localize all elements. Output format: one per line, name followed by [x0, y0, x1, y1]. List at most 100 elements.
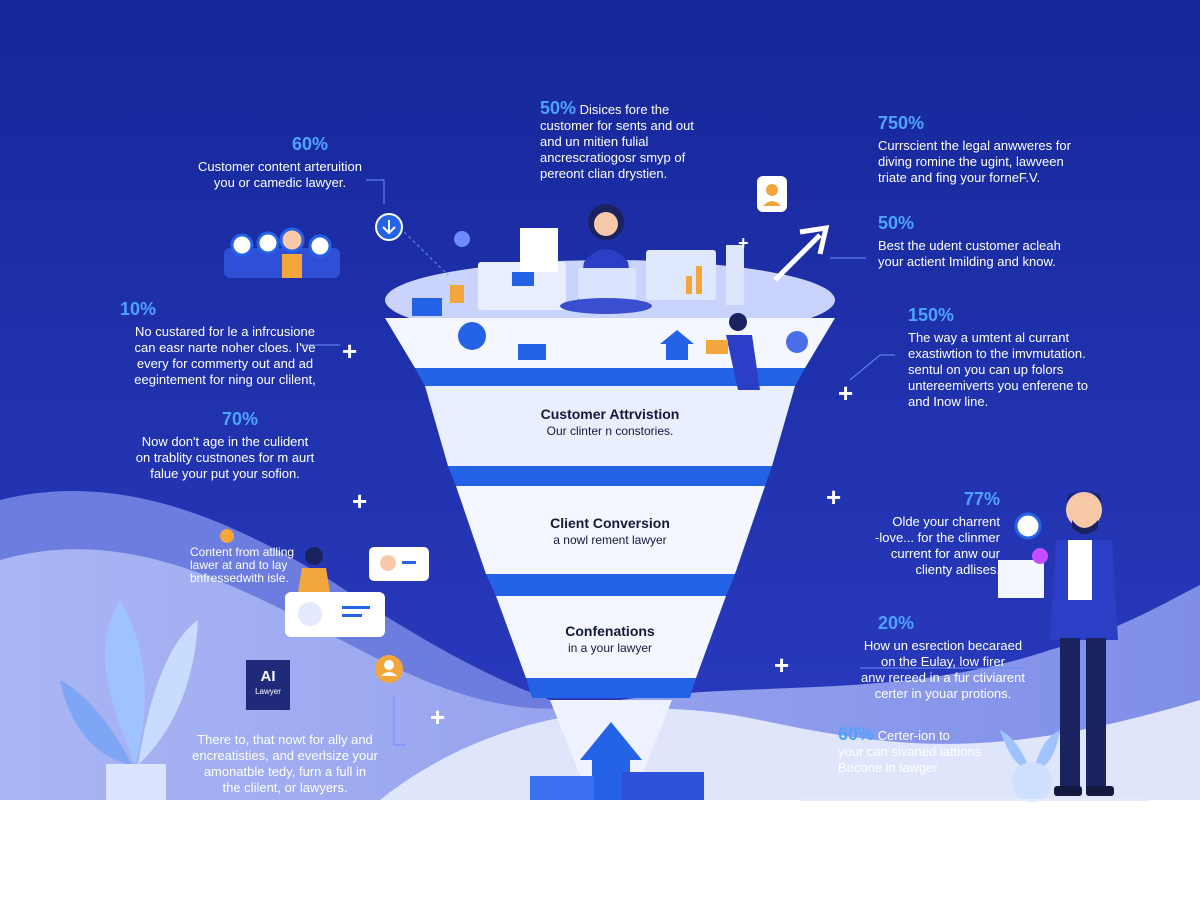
- funnel-band-4: [526, 678, 696, 698]
- small-plant-icon: [1000, 730, 1060, 802]
- paper-icon: [520, 228, 558, 272]
- book-icon: [706, 340, 728, 354]
- logo-sub: Lawyer: [255, 687, 281, 696]
- note-percent: 77%: [963, 489, 1000, 509]
- note-line: diving romine the ugint, lawveen: [878, 154, 1064, 169]
- books-icon: [412, 298, 442, 316]
- note-line: your can sivaned lattions: [838, 744, 982, 759]
- note-line: How un esrection becaraed: [863, 638, 1023, 653]
- wave-middle: [0, 549, 1200, 800]
- note-right-3: 150% The way a umtent al currant exastiw…: [908, 304, 1108, 410]
- note-left-2: 70% Now don't age in the culident on tra…: [110, 408, 340, 482]
- note-line: Olde your charrent: [892, 514, 1000, 529]
- assistant-illustration: [298, 547, 330, 592]
- funnel-band-3: [486, 574, 735, 596]
- small-up-arrow-icon: [660, 330, 694, 360]
- note-line: customer for sents and out: [540, 118, 694, 133]
- stage-subtitle: in a your lawyer: [567, 641, 653, 655]
- note-line: eegintement for ning our clilent,: [134, 372, 316, 387]
- plus-icon: +: [738, 233, 749, 253]
- plant-icon: [60, 600, 198, 800]
- note-line: bnfressedwith isle.: [190, 571, 289, 585]
- note-line: Now don't age in the culident: [141, 434, 309, 449]
- note-line: Content from atlling: [190, 545, 295, 559]
- download-icon: [375, 213, 403, 241]
- note-line: Best the udent customer acleah: [878, 238, 1061, 253]
- connector-lines: [300, 179, 1024, 746]
- note-percent: 10%: [120, 299, 157, 319]
- funnel-stage-2: [456, 486, 765, 574]
- funnel-stage-2-label: Client Conversion a nowl rement lawyer: [500, 514, 720, 548]
- note-line: and un mitien fulial: [540, 134, 649, 149]
- note-line: Disices fore the: [579, 102, 670, 117]
- note-line: can easr narte noher cloes. I've: [134, 340, 316, 355]
- stage-title: Client Conversion: [550, 515, 670, 531]
- reader-head: [729, 313, 747, 331]
- note-percent: 750%: [878, 113, 925, 133]
- note-line: current for anw our: [890, 546, 1000, 561]
- note-line: Customer content arteruition: [197, 159, 363, 174]
- base-block-left: [530, 776, 594, 800]
- note-line: triate and fing your forneF.V.: [878, 170, 1041, 185]
- cup-icon: [450, 285, 464, 303]
- note-line: clienty adlises.: [915, 562, 1000, 577]
- small-dot-icon: [220, 529, 234, 543]
- note-line: encreatisties, and everlsize your: [192, 748, 378, 763]
- stage-title: Confenations: [565, 623, 655, 639]
- plus-icon: +: [826, 482, 842, 512]
- chart-bar-2: [696, 266, 702, 294]
- person-legs: [560, 298, 652, 314]
- chart-bar-1: [686, 276, 692, 294]
- note-bottom-left: There to, that nowt for ally and encreat…: [180, 732, 390, 796]
- laptop-icon: [578, 268, 636, 300]
- trend-arrow-icon: [773, 224, 830, 282]
- note-line: anw rereed in a fur ctiviarent: [860, 670, 1026, 685]
- ai-lawyer-logo: AI Lawyer: [246, 660, 290, 710]
- funnel-band-2: [448, 466, 772, 486]
- funnel-stage-1-label: Customer Attrvistion Our clinter n const…: [500, 405, 720, 439]
- reader-body: [726, 335, 760, 390]
- badge-icon: [458, 322, 486, 350]
- note-percent: 150%: [908, 305, 955, 325]
- note-line: falue your put your sofion.: [150, 466, 300, 481]
- document-block: [512, 272, 534, 286]
- note-line: ancrescratiogosr smyp of: [540, 150, 686, 165]
- note-line: pereont clian drystien.: [540, 166, 668, 181]
- stage-subtitle: a nowl rement lawyer: [553, 533, 667, 547]
- note-line: No custared for le a infrcusione: [135, 324, 315, 339]
- plus-icon: +: [342, 336, 358, 366]
- person-face: [594, 212, 618, 236]
- note-line: Certer-ion to: [877, 728, 950, 743]
- note-right-2: 50% Best the udent customer acleah your …: [878, 212, 1098, 270]
- chat-bubble-icon: [285, 547, 429, 637]
- gear-icon: [786, 331, 808, 353]
- lawyer-illustration: [998, 490, 1118, 796]
- plus-icon: +: [774, 650, 790, 680]
- note-percent: 50%: [540, 98, 577, 118]
- note-percent: 50%: [878, 213, 915, 233]
- base-block-right: [622, 772, 704, 800]
- building-icon: [726, 245, 744, 305]
- note-line: exastiwtion to the imvmutation.: [908, 346, 1086, 361]
- note-right-5: 20% How un esrection becaraed on the Eul…: [858, 612, 1028, 702]
- logo-main: AI: [260, 668, 276, 685]
- note-percent: 60%: [291, 134, 329, 154]
- note-line: Currscient the legal anwweres for: [878, 138, 1071, 153]
- plus-icon: +: [430, 702, 446, 732]
- funnel-band-1: [415, 368, 805, 386]
- note-line: you or camedic lawyer.: [213, 175, 347, 190]
- funnel-stage-3-label: Confenations in a your lawyer: [500, 622, 720, 656]
- note-line: -love... for the clinmer: [875, 530, 1000, 545]
- chart-panel: [646, 250, 716, 300]
- note-left-3: Content from atlling lawer at and to lay…: [190, 546, 340, 585]
- people-group-icon: [224, 227, 340, 278]
- plus-icon: +: [838, 378, 854, 408]
- note-line: your actient Imilding and know.: [878, 254, 1056, 269]
- note-line: every for commerty out and ad: [136, 356, 314, 371]
- note-line: certer in youar protions.: [874, 686, 1012, 701]
- stage-title: Customer Attrvistion: [540, 406, 680, 422]
- note-line: on trablity custnones for m aurt: [135, 450, 315, 465]
- note-line: The way a umtent al currant: [908, 330, 1070, 345]
